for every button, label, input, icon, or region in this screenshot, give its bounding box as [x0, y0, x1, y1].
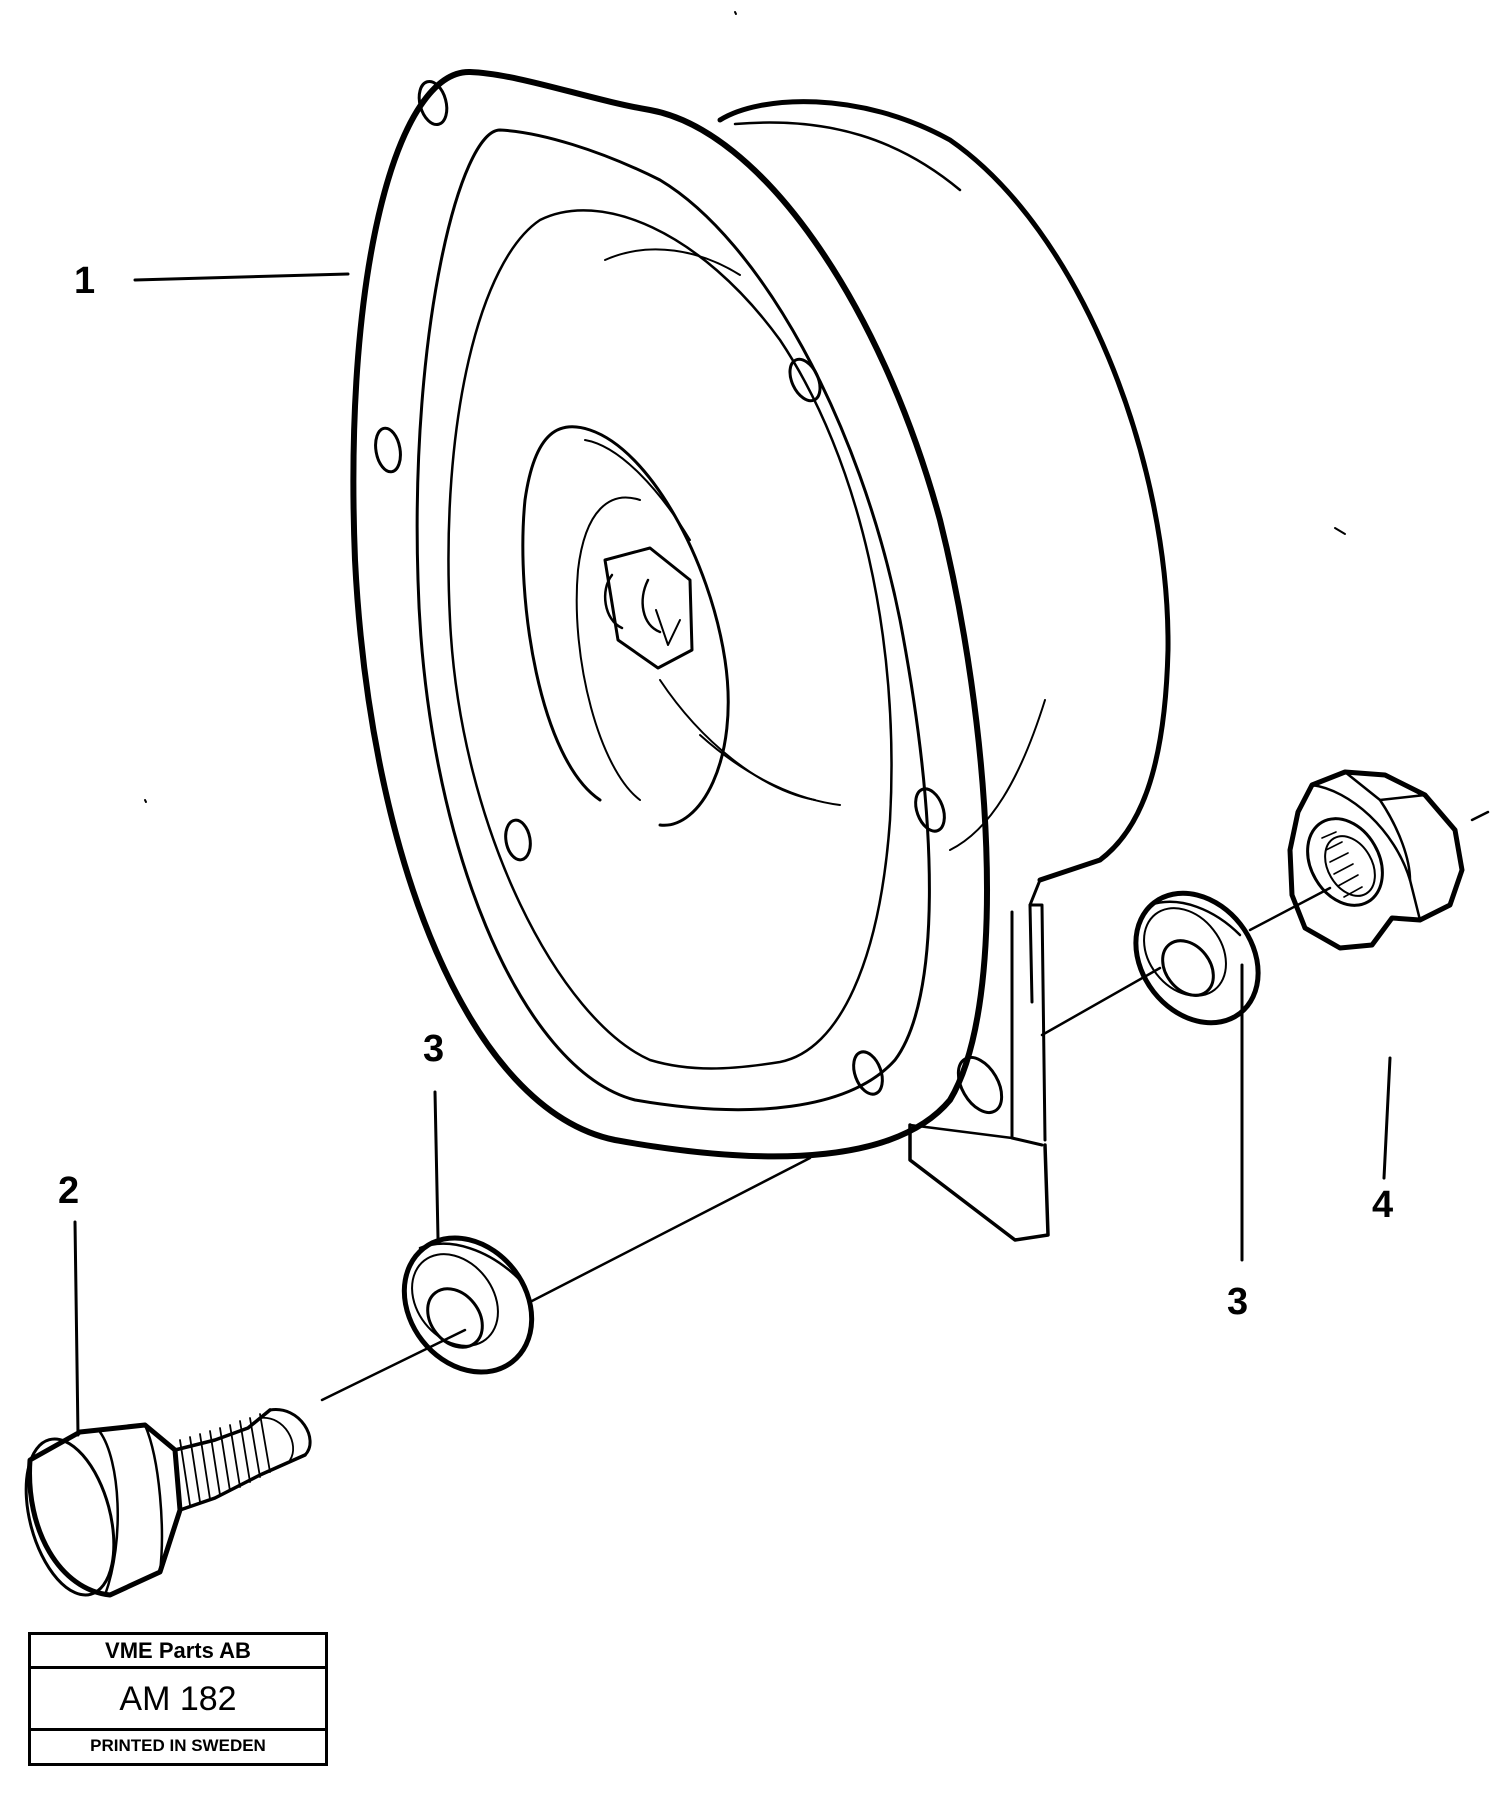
- assembly-axis-line: [320, 810, 1490, 1402]
- callout-washer-right: 3: [1227, 1281, 1249, 1323]
- washer-left: [401, 1235, 535, 1375]
- stamp-printed: PRINTED IN SWEDEN: [90, 1736, 266, 1755]
- callout-washer-left: 3: [423, 1028, 445, 1070]
- washer-right: [1133, 890, 1261, 1026]
- nut: [1287, 769, 1465, 951]
- callout-bolt: 2: [58, 1170, 80, 1212]
- bolt: [24, 1408, 312, 1598]
- callout-nut: 4: [1372, 1184, 1394, 1226]
- title-stamp: VME Parts AB AM 182 PRINTED IN SWEDEN: [28, 1632, 328, 1766]
- stamp-code: AM 182: [31, 1669, 325, 1731]
- print-specks: [144, 11, 1346, 803]
- horn: [350, 68, 1171, 1242]
- leader-lines: [73, 272, 1392, 1437]
- stamp-company: VME Parts AB: [31, 1635, 325, 1669]
- callout-horn: 1: [74, 260, 96, 302]
